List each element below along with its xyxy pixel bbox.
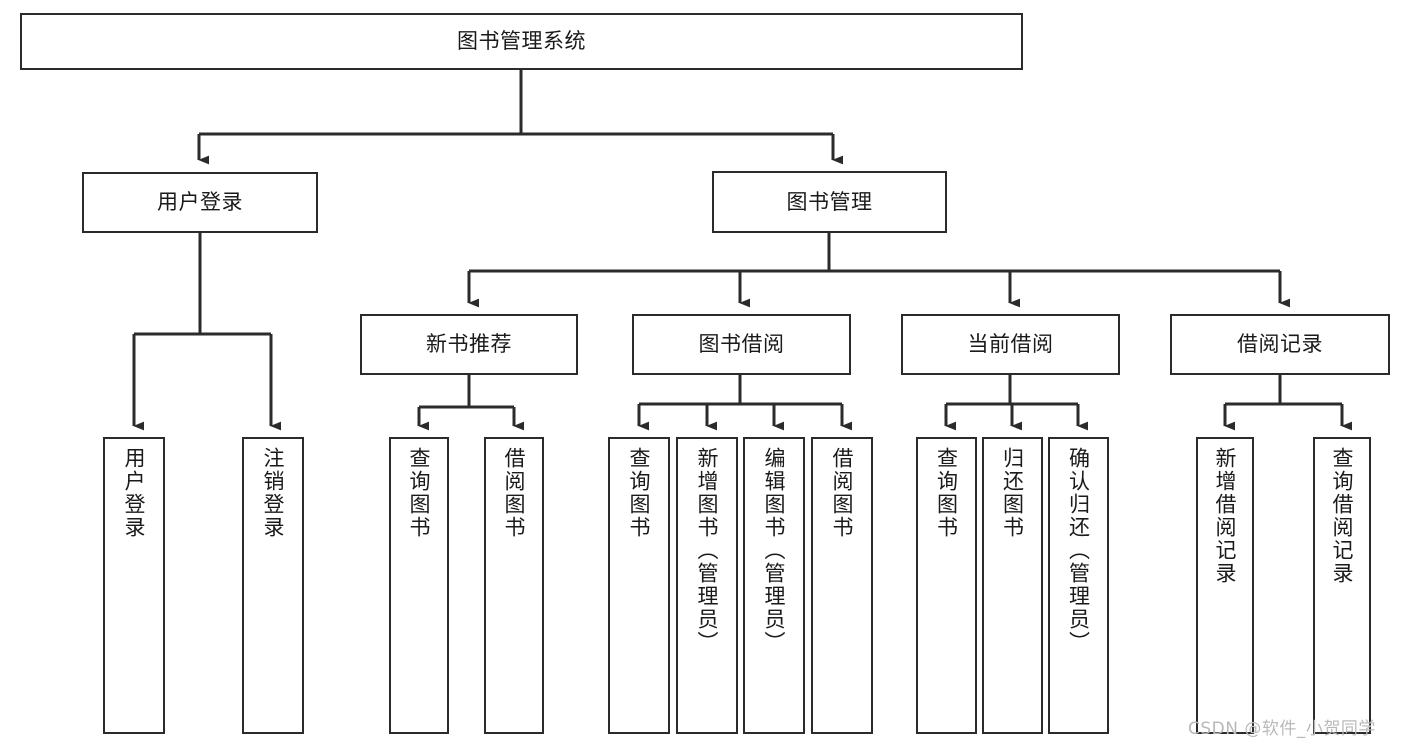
node-leaf-return-book-label: 归还图书 <box>1000 447 1025 539</box>
node-book-manage[interactable]: 图书管理 <box>712 171 947 233</box>
node-leaf-borrow-book-1-label: 借阅图书 <box>502 447 527 539</box>
node-leaf-query-book-2[interactable]: 查询图书 <box>608 437 670 734</box>
node-leaf-confirm-return-label: 确认归还（管理员） <box>1066 447 1091 654</box>
node-leaf-add-book-label: 新增图书（管理员） <box>695 447 720 654</box>
node-leaf-query-record[interactable]: 查询借阅记录 <box>1313 437 1371 734</box>
node-leaf-confirm-return[interactable]: 确认归还（管理员） <box>1048 437 1109 734</box>
node-leaf-borrow-book-2[interactable]: 借阅图书 <box>811 437 873 734</box>
node-current-borrow-label: 当前借阅 <box>967 332 1054 357</box>
node-user-login-label: 用户登录 <box>157 190 243 215</box>
node-new-book-recommend-label: 新书推荐 <box>426 332 512 357</box>
node-book-borrow[interactable]: 图书借阅 <box>632 314 851 375</box>
node-root[interactable]: 图书管理系统 <box>20 13 1023 70</box>
node-leaf-borrow-book-2-label: 借阅图书 <box>830 447 855 539</box>
node-leaf-query-book-2-label: 查询图书 <box>627 447 652 539</box>
node-root-label: 图书管理系统 <box>457 29 586 54</box>
node-leaf-add-book[interactable]: 新增图书（管理员） <box>676 437 738 734</box>
node-leaf-borrow-book-1[interactable]: 借阅图书 <box>484 437 544 734</box>
node-user-login[interactable]: 用户登录 <box>82 172 318 233</box>
node-new-book-recommend[interactable]: 新书推荐 <box>360 314 578 375</box>
node-borrow-record[interactable]: 借阅记录 <box>1170 314 1390 375</box>
node-leaf-query-record-label: 查询借阅记录 <box>1330 447 1355 585</box>
watermark: CSDN @软件_小贺同学 <box>1188 719 1376 739</box>
node-leaf-edit-book[interactable]: 编辑图书（管理员） <box>743 437 805 734</box>
node-leaf-query-book-1-label: 查询图书 <box>407 447 432 539</box>
node-leaf-user-login[interactable]: 用户登录 <box>103 437 165 734</box>
node-current-borrow[interactable]: 当前借阅 <box>901 314 1120 375</box>
node-leaf-edit-book-label: 编辑图书（管理员） <box>762 447 787 654</box>
node-leaf-query-book-1[interactable]: 查询图书 <box>389 437 449 734</box>
node-leaf-logout[interactable]: 注销登录 <box>242 437 304 734</box>
node-book-borrow-label: 图书借阅 <box>698 332 785 357</box>
node-leaf-query-book-3-label: 查询图书 <box>934 447 959 539</box>
node-leaf-add-record-label: 新增借阅记录 <box>1213 447 1238 585</box>
node-borrow-record-label: 借阅记录 <box>1237 332 1323 357</box>
node-leaf-query-book-3[interactable]: 查询图书 <box>916 437 977 734</box>
node-leaf-logout-label: 注销登录 <box>261 447 286 539</box>
node-leaf-return-book[interactable]: 归还图书 <box>982 437 1043 734</box>
node-book-manage-label: 图书管理 <box>786 189 873 214</box>
node-leaf-user-login-label: 用户登录 <box>122 447 147 539</box>
node-leaf-add-record[interactable]: 新增借阅记录 <box>1196 437 1254 734</box>
